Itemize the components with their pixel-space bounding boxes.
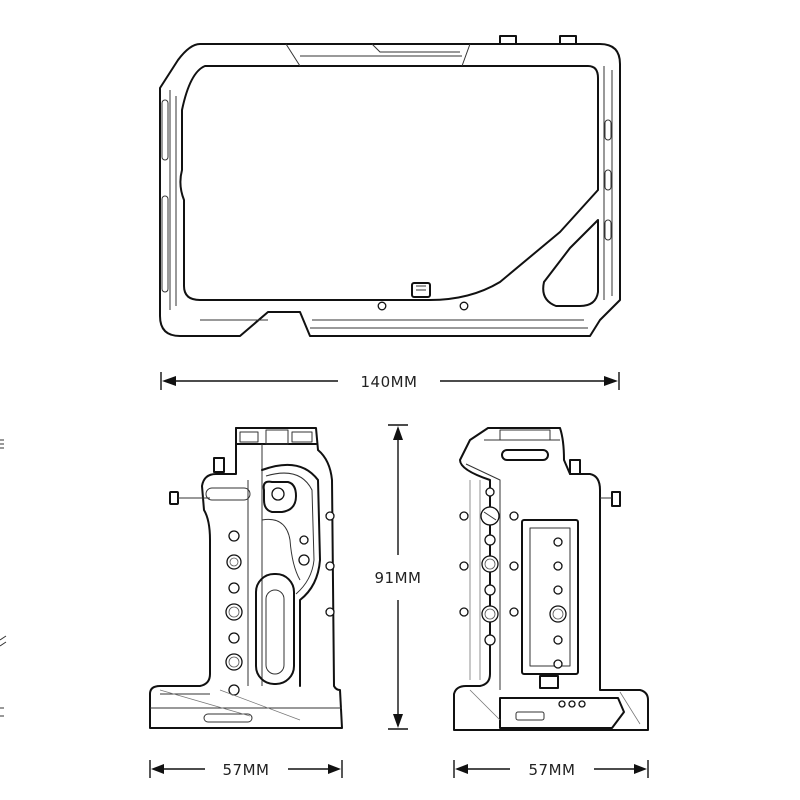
top-view-cage — [159, 35, 621, 337]
dimension-label-depth-right: 57MM — [529, 761, 576, 779]
dimension-depth-right: 57MM — [453, 760, 649, 779]
dimension-label-depth-left: 57MM — [223, 761, 270, 779]
dimension-label-height: 91MM — [375, 569, 422, 587]
dimension-depth-left: 57MM — [149, 760, 343, 779]
left-side-view — [149, 427, 343, 729]
right-side-view — [453, 427, 649, 731]
edge-marks — [0, 439, 7, 717]
dimension-width-140: 140MM — [160, 372, 620, 391]
dimension-height-91: 91MM — [375, 424, 422, 730]
dimension-label-width: 140MM — [360, 373, 417, 391]
